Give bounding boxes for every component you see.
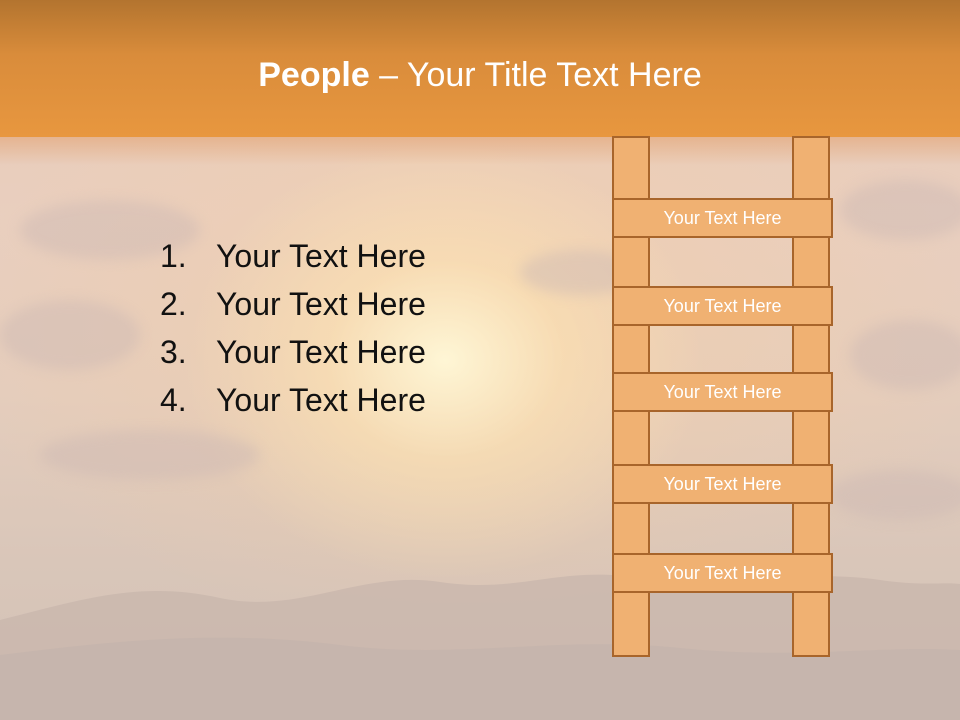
ladder-rung: Your Text Here: [612, 286, 833, 326]
ladder-rung: Your Text Here: [612, 553, 833, 593]
list-number: 2.: [160, 286, 187, 322]
list-item: 1. Your Text Here: [160, 232, 426, 280]
ladder-rung: Your Text Here: [612, 372, 833, 412]
ladder-rung: Your Text Here: [612, 198, 833, 238]
list-item: 3. Your Text Here: [160, 328, 426, 376]
list-text: Your Text Here: [216, 334, 426, 370]
numbered-list: 1. Your Text Here 2. Your Text Here 3. Your…: [160, 232, 426, 424]
list-number: 4.: [160, 382, 187, 418]
title-bold: People: [258, 56, 370, 94]
title-rest: – Your Title Text Here: [369, 56, 702, 94]
cloud-shape: [850, 320, 960, 390]
title-bar: [0, 0, 960, 137]
list-number: 3.: [160, 334, 187, 370]
mountain-silhouette: [0, 574, 960, 720]
cloud-shape: [830, 470, 960, 520]
list-text: Your Text Here: [216, 382, 426, 418]
ladder-rung: Your Text Here: [612, 464, 833, 504]
cloud-shape: [840, 180, 960, 240]
list-number: 1.: [160, 238, 187, 274]
slide-title: People – Your Title Text Here: [0, 52, 960, 98]
cloud-shape: [20, 200, 200, 260]
list-text: Your Text Here: [216, 286, 426, 322]
list-item: 4. Your Text Here: [160, 376, 426, 424]
cloud-shape: [0, 300, 140, 370]
list-item: 2. Your Text Here: [160, 280, 426, 328]
cloud-shape: [40, 430, 260, 480]
list-text: Your Text Here: [216, 238, 426, 274]
